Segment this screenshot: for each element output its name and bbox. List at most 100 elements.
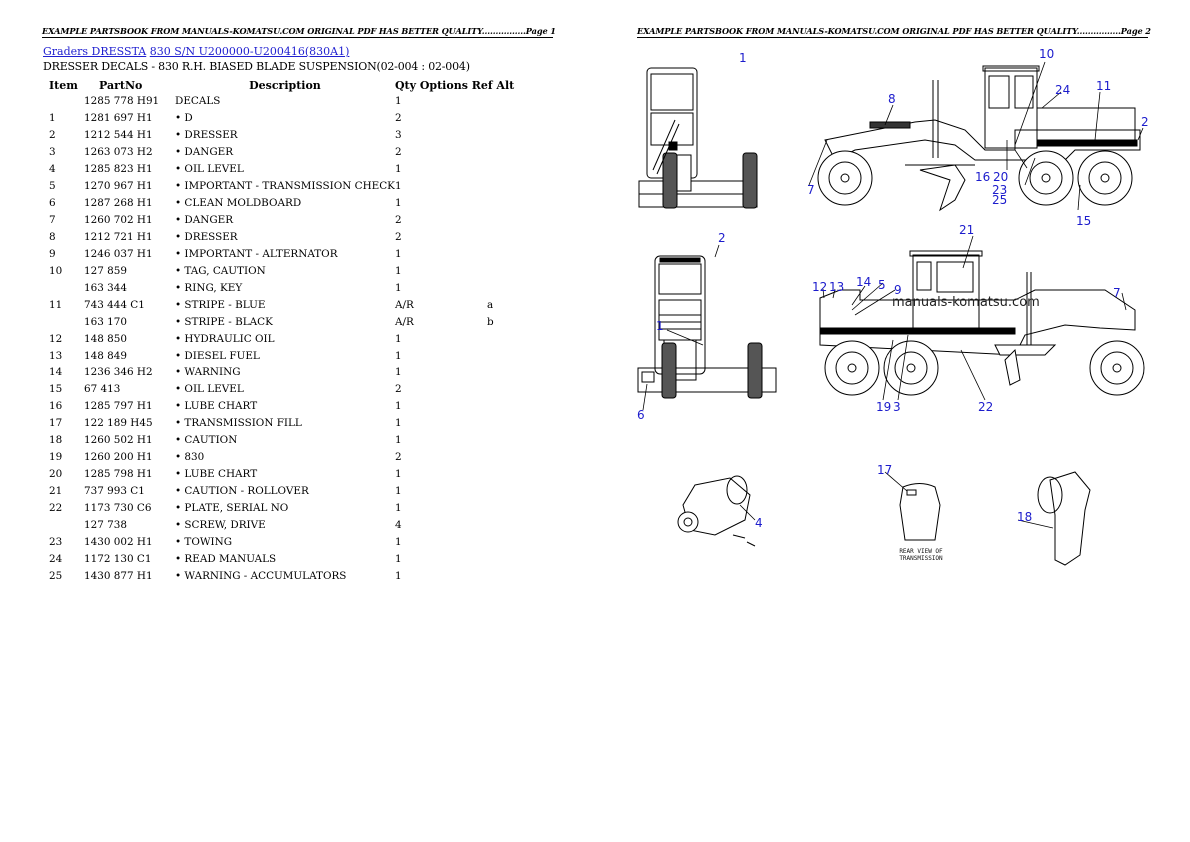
cell-description: • DANGER	[175, 146, 234, 159]
cell-description: • TAG, CAUTION	[175, 264, 266, 277]
cell-ref: a	[486, 298, 494, 311]
cell-ref	[487, 516, 517, 533]
cell-qty: 1	[394, 332, 402, 345]
page-1: EXAMPLE PARTSBOOK FROM MANUALS-KOMATSU.C…	[42, 26, 556, 584]
cell-item: 22	[49, 501, 63, 514]
cell-item	[43, 279, 84, 296]
callout-label: 16	[975, 170, 991, 184]
cell-description: • WARNING - ACCUMULATORS	[175, 569, 347, 582]
callout-label: 25	[992, 193, 1008, 207]
cell-description: • STRIPE - BLACK	[175, 315, 273, 328]
callout-label: 17	[877, 463, 893, 477]
caption-line-2: TRANSMISSION	[899, 555, 943, 562]
cell-item: 4	[49, 163, 56, 176]
callout-label: 12	[812, 280, 828, 294]
cell-ref	[487, 144, 517, 161]
cell-partno: 1260 502 H1	[84, 434, 153, 447]
cell-description: • LUBE CHART	[175, 400, 258, 413]
caption-line-1: REAR VIEW OF	[899, 548, 943, 555]
cell-partno: 1173 730 C6	[84, 501, 152, 514]
cell-item: 13	[49, 349, 63, 362]
cell-partno: 1430 877 H1	[84, 569, 153, 582]
cell-ref	[487, 381, 517, 398]
cell-partno: 1246 037 H1	[84, 247, 153, 260]
cell-item: 10	[49, 264, 63, 277]
cell-item: 11	[49, 298, 63, 311]
cell-description: • HYDRAULIC OIL	[175, 332, 275, 345]
cell-partno: 163 344	[84, 281, 127, 294]
callout-label: 1	[739, 51, 747, 65]
cell-options	[425, 415, 487, 432]
callout-label: 22	[978, 400, 994, 414]
cell-ref	[487, 161, 517, 178]
cell-description: • CAUTION	[175, 434, 238, 447]
callout-label: 3	[893, 400, 901, 414]
header-rule	[637, 37, 1148, 38]
cell-partno: 1281 697 H1	[84, 112, 153, 125]
cell-ref	[487, 279, 517, 296]
col-partno: PartNo	[99, 78, 143, 92]
breadcrumb-link-graders[interactable]: Graders DRESSTA	[43, 45, 147, 58]
cell-qty: 1	[394, 264, 402, 277]
cell-item: 15	[49, 383, 63, 396]
cell-partno: 127 738	[84, 518, 127, 531]
cell-options	[425, 381, 487, 398]
breadcrumb-link-model[interactable]: 830 S/N U200000-U200416(830A1)	[149, 45, 350, 58]
cell-qty: 4	[394, 518, 402, 531]
cell-options	[425, 364, 487, 381]
cell-qty: 1	[394, 247, 402, 260]
cell-ref	[487, 229, 517, 246]
cell-partno: 1260 200 H1	[84, 451, 153, 464]
callout-label: 10	[1039, 47, 1055, 61]
cell-qty: 3	[394, 129, 402, 142]
callout-label: 20	[993, 170, 1009, 184]
cell-description: • CLEAN MOLDBOARD	[175, 197, 302, 210]
cell-item: 2	[49, 129, 56, 142]
transmission-detail-illustration	[677, 475, 756, 547]
cell-options	[425, 533, 487, 550]
cell-options	[425, 229, 487, 246]
cell-qty: 2	[394, 146, 402, 159]
cell-qty: 1	[394, 569, 402, 582]
cell-item	[43, 516, 84, 533]
side-view-illustration-bottom	[819, 235, 1145, 401]
cell-description: • DRESSER	[175, 129, 238, 142]
cell-item: 3	[49, 146, 56, 159]
cell-options	[425, 212, 487, 229]
cell-description: • D	[175, 112, 193, 125]
callout-label: 11	[1096, 79, 1112, 93]
callout-label: 2	[718, 231, 726, 245]
cell-description: • WARNING	[175, 366, 241, 379]
callout-label: 4	[755, 516, 763, 530]
callout-label: 5	[878, 278, 886, 292]
cell-ref	[487, 212, 517, 229]
cell-ref	[487, 364, 517, 381]
callout-label: 18	[1017, 510, 1033, 524]
page-2: EXAMPLE PARTSBOOK FROM MANUALS-KOMATSU.C…	[595, 0, 1190, 842]
cell-partno: 67 413	[84, 383, 121, 396]
cell-options	[425, 347, 487, 364]
callout-label: 24	[1055, 83, 1071, 97]
cell-item: 23	[49, 535, 63, 548]
cell-qty: 2	[394, 383, 402, 396]
cell-options	[425, 144, 487, 161]
cell-partno: 1430 002 H1	[84, 535, 153, 548]
running-header: EXAMPLE PARTSBOOK FROM MANUALS-KOMATSU.C…	[637, 26, 1151, 36]
cell-qty: 1	[394, 95, 402, 108]
rear-view-illustration	[637, 244, 777, 411]
cell-qty: 1	[394, 163, 402, 176]
cell-description: DECALS	[175, 95, 221, 108]
cell-ref	[487, 483, 517, 500]
cell-ref	[487, 398, 517, 415]
cell-partno: 127 859	[84, 264, 127, 277]
cell-partno: 148 849	[84, 349, 127, 362]
cell-qty: 1	[394, 552, 402, 565]
cell-options	[425, 516, 487, 533]
